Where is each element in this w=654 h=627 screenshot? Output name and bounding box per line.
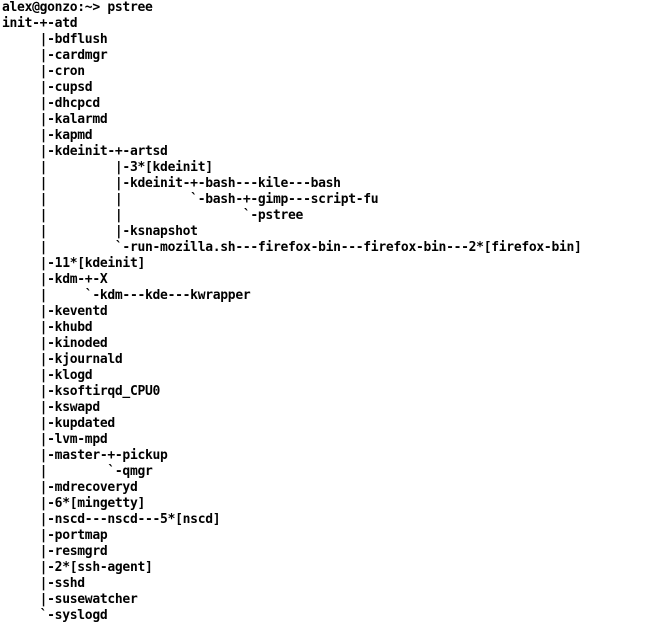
- process-tree-line: |-kinoded: [2, 336, 108, 351]
- process-tree-line: |-nscd---nscd---5*[nscd]: [2, 512, 221, 527]
- process-tree-line: |-kapmd: [2, 128, 93, 143]
- process-tree-line: |-cardmgr: [2, 48, 108, 63]
- process-tree-line: |-resmgrd: [2, 544, 108, 559]
- process-tree-line: |-klogd: [2, 368, 93, 383]
- process-tree-line: |-kdeinit-+-artsd: [2, 144, 168, 159]
- process-tree-line: |-kdm-+-X: [2, 272, 108, 287]
- process-tree-line: |-6*[mingetty]: [2, 496, 146, 511]
- process-tree-line: | |-kdeinit-+-bash---kile---bash: [2, 176, 341, 191]
- process-tree-line: | `-run-mozilla.sh---firefox-bin---firef…: [2, 240, 582, 255]
- process-tree-line: |-2*[ssh-agent]: [2, 560, 153, 575]
- process-tree-line: |-ksoftirqd_CPU0: [2, 384, 161, 399]
- process-tree-line: |-mdrecoveryd: [2, 480, 138, 495]
- process-tree-line: |-portmap: [2, 528, 108, 543]
- process-tree-line: | |-3*[kdeinit]: [2, 160, 213, 175]
- process-tree-line: |-bdflush: [2, 32, 108, 47]
- process-tree-line: |-kjournald: [2, 352, 123, 367]
- process-tree-line: |-khubd: [2, 320, 93, 335]
- pstree-output: init-+-atd |-bdflush |-cardmgr |-cron |-…: [2, 16, 652, 624]
- command-prompt: alex@gonzo:~> pstree: [2, 0, 153, 15]
- process-tree-line: |-kalarmd: [2, 112, 108, 127]
- process-tree-line: |-kswapd: [2, 400, 101, 415]
- process-tree-line: |-lvm-mpd: [2, 432, 108, 447]
- process-tree-line: |-11*[kdeinit]: [2, 256, 146, 271]
- process-tree-line: init-+-atd: [2, 16, 78, 31]
- process-tree-line: | | `-pstree: [2, 208, 304, 223]
- process-tree-line: |-cron: [2, 64, 85, 79]
- process-tree-line: | `-kdm---kde---kwrapper: [2, 288, 251, 303]
- process-tree-line: |-keventd: [2, 304, 108, 319]
- process-tree-line: |-sshd: [2, 576, 85, 591]
- process-tree-line: |-dhcpcd: [2, 96, 101, 111]
- process-tree-line: |-cupsd: [2, 80, 93, 95]
- process-tree-line: | `-qmgr: [2, 464, 153, 479]
- process-tree-line: | | `-bash-+-gimp---script-fu: [2, 192, 379, 207]
- process-tree-line: | |-ksnapshot: [2, 224, 198, 239]
- process-tree-line: `-syslogd: [2, 608, 108, 623]
- process-tree-line: |-susewatcher: [2, 592, 138, 607]
- process-tree-line: |-master-+-pickup: [2, 448, 168, 463]
- process-tree-line: |-kupdated: [2, 416, 116, 431]
